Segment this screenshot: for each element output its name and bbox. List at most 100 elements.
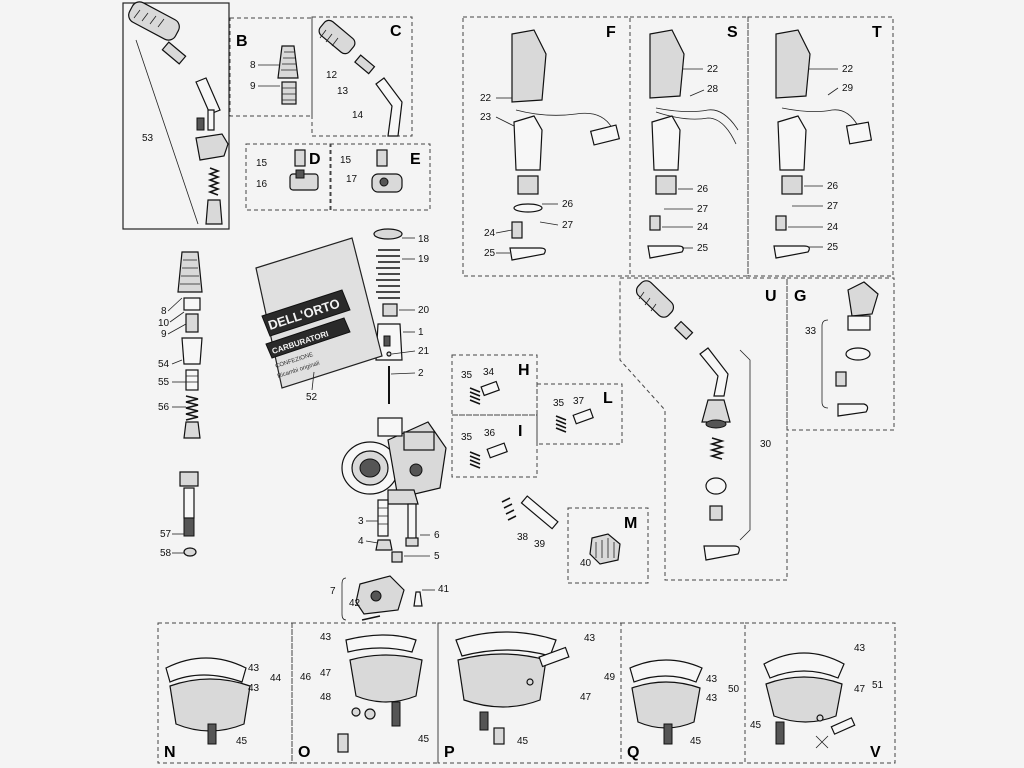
group-h-parts: [469, 380, 500, 405]
callout-10: 10: [158, 318, 170, 329]
callout-33: 33: [805, 326, 817, 337]
group-c-box: [311, 16, 413, 137]
group-c-parts: [318, 19, 403, 137]
group-letter-s: S: [727, 24, 738, 41]
group-letter-v: V: [870, 744, 881, 761]
group-letter-n: N: [164, 744, 176, 761]
group-l-parts: [555, 408, 594, 433]
callout-18: 18: [418, 234, 430, 245]
callout-45-q: 45: [690, 736, 702, 747]
callout-43-q: 43: [706, 674, 718, 685]
callout-22-s: 22: [707, 64, 719, 75]
callout-46: 46: [300, 672, 312, 683]
mixture-screw-set: [501, 495, 559, 530]
callout-29: 29: [842, 83, 854, 94]
left-column-parts: [177, 251, 203, 439]
callout-22-t: 22: [842, 64, 854, 75]
group-d-box: [245, 143, 332, 211]
callout-44: 44: [270, 673, 282, 684]
slide-assembly: [373, 228, 403, 404]
float-assembly: [341, 575, 423, 621]
callout-15-e: 15: [340, 155, 352, 166]
group-e-parts: [371, 149, 403, 193]
callout-16: 16: [256, 179, 268, 190]
callout-30: 30: [760, 439, 772, 450]
group-n-box: [157, 622, 293, 764]
callout-7: 7: [330, 586, 336, 597]
callout-2: 2: [418, 368, 424, 379]
group-m-parts: [589, 533, 621, 565]
callout-12: 12: [326, 70, 338, 81]
callout-27-s: 27: [697, 204, 709, 215]
callout-45-v: 45: [750, 720, 762, 731]
callout-8-left: 8: [161, 306, 167, 317]
group-letter-u: U: [765, 288, 777, 305]
left-bottom-parts: [179, 471, 199, 557]
callout-26-s: 26: [697, 184, 709, 195]
callout-34: 34: [483, 367, 495, 378]
group-q-box: [620, 622, 746, 764]
callout-45-o: 45: [418, 734, 430, 745]
callout-5: 5: [434, 551, 440, 562]
callout-53: 53: [142, 133, 154, 144]
group-t-box: [747, 16, 894, 277]
callout-3: 3: [358, 516, 364, 527]
group-u-box: [619, 277, 788, 581]
group-letter-h: H: [518, 362, 530, 379]
callout-43-p: 43: [584, 633, 596, 644]
callout-45-p: 45: [517, 736, 529, 747]
callout-23: 23: [480, 112, 492, 123]
group-d-parts: [289, 149, 319, 191]
callout-37: 37: [573, 396, 585, 407]
carburetor-body: [341, 417, 447, 505]
callout-1: 1: [418, 327, 424, 338]
callout-9-left: 9: [161, 329, 167, 340]
callout-47-p: 47: [580, 692, 592, 703]
group-53-frame: [122, 2, 230, 230]
group-letter-f: F: [606, 24, 616, 41]
group-letter-l: L: [603, 390, 613, 407]
callout-21: 21: [418, 346, 430, 357]
group-e-box: [329, 143, 431, 211]
callout-36: 36: [484, 428, 496, 439]
callout-56: 56: [158, 402, 170, 413]
float-bowl-q: [629, 659, 703, 745]
group-l-box: [536, 383, 623, 445]
cable-set-53: [128, 1, 229, 225]
callout-38: 38: [517, 532, 529, 543]
callout-13: 13: [337, 86, 349, 97]
callout-47-v: 47: [854, 684, 866, 695]
callout-35-l: 35: [553, 398, 565, 409]
group-o-box: [291, 622, 439, 764]
starter-unit-t: [773, 29, 873, 259]
group-letter-i: I: [518, 423, 522, 440]
jets-group: [375, 499, 419, 563]
callout-55: 55: [158, 377, 170, 388]
group-v-box: [744, 622, 896, 764]
callout-58: 58: [160, 548, 172, 559]
callout-25-s: 25: [697, 243, 709, 254]
callout-8-b: 8: [250, 60, 256, 71]
callout-14: 14: [352, 110, 364, 121]
callout-4: 4: [358, 536, 364, 547]
group-i-box: [451, 414, 538, 478]
group-g-box: [786, 277, 895, 431]
float-bowl-n: [165, 657, 251, 745]
group-g-parts: [821, 281, 879, 417]
callout-57: 57: [160, 529, 172, 540]
callout-43-n: 43: [248, 663, 260, 674]
group-letter-q: Q: [627, 744, 639, 761]
float-bowl-p: [455, 631, 570, 745]
group-letter-p: P: [444, 744, 455, 761]
group-u-parts: [635, 280, 751, 561]
callout-39: 39: [534, 539, 546, 550]
callout-25-f: 25: [484, 248, 496, 259]
float-bowl-v: [763, 652, 856, 749]
group-s-box: [629, 16, 749, 277]
group-letter-m: M: [624, 515, 637, 532]
callout-54: 54: [158, 359, 170, 370]
starter-unit-f: [509, 29, 621, 261]
callout-20: 20: [418, 305, 430, 316]
callout-42: 42: [349, 598, 361, 609]
